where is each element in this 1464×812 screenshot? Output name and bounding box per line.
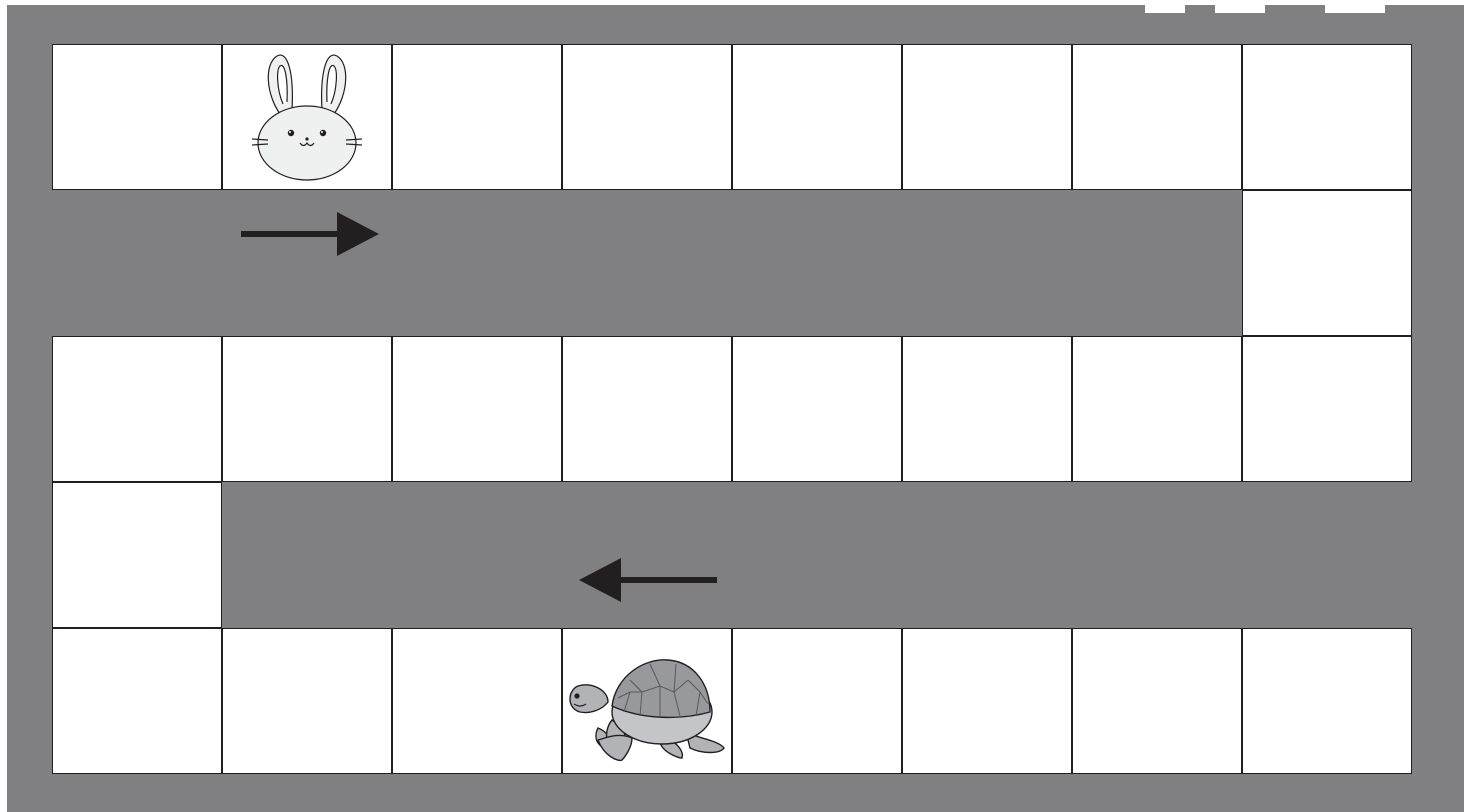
board-square[interactable] (222, 336, 392, 482)
board-square[interactable] (52, 44, 222, 190)
board-square[interactable] (1072, 628, 1242, 774)
board-square[interactable] (732, 336, 902, 482)
board-square[interactable] (1072, 44, 1242, 190)
board-square[interactable] (392, 628, 562, 774)
board-square[interactable] (222, 628, 392, 774)
board-square[interactable] (902, 44, 1072, 190)
turtle-icon[interactable] (562, 628, 732, 774)
arrow-right-icon (241, 209, 381, 259)
board-square[interactable] (1072, 336, 1242, 482)
game-board (7, 5, 1464, 812)
rabbit-icon[interactable] (222, 44, 392, 190)
board-square[interactable] (392, 336, 562, 482)
corner-mark (1325, 5, 1385, 13)
board-square[interactable] (1242, 190, 1412, 336)
arrow-left-icon (577, 555, 717, 605)
board-square[interactable] (1242, 628, 1412, 774)
board-square[interactable] (52, 336, 222, 482)
board-square[interactable] (392, 44, 562, 190)
board-square[interactable] (1242, 44, 1412, 190)
board-square[interactable] (732, 44, 902, 190)
corner-mark (1145, 5, 1185, 13)
corner-mark (1215, 5, 1265, 13)
board-square[interactable] (732, 628, 902, 774)
board-square[interactable] (52, 628, 222, 774)
board-square[interactable] (902, 336, 1072, 482)
board-square[interactable] (1242, 336, 1412, 482)
board-square[interactable] (52, 482, 222, 628)
board-square[interactable] (902, 628, 1072, 774)
board-square[interactable] (562, 44, 732, 190)
board-square[interactable] (562, 336, 732, 482)
